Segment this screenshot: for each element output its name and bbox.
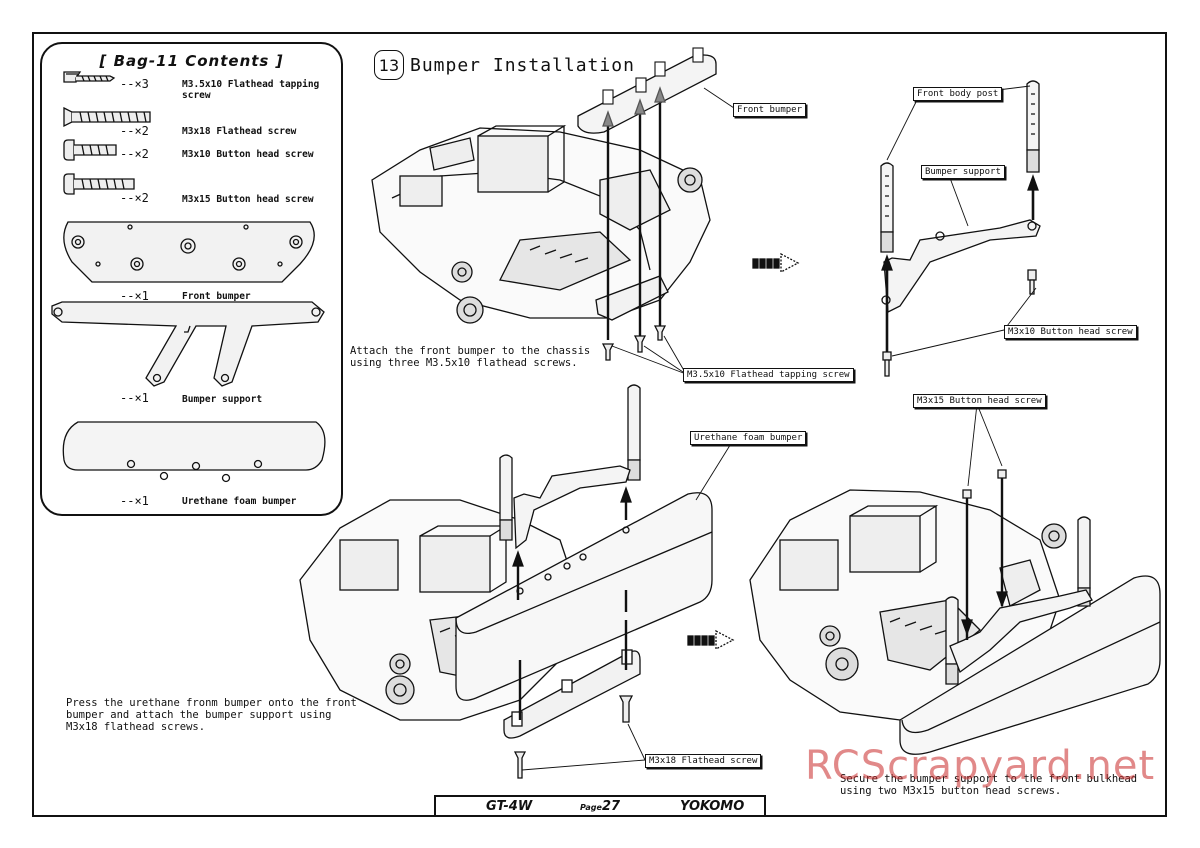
chassis-bumper-assembly-2 [299,384,713,779]
callout-m3x18-flat: M3x18 Flathead screw [645,754,762,768]
flathead-screw-icon [63,106,151,128]
qty-front-bumper: --×1 [120,289,149,303]
button-screw-15-icon [63,173,135,195]
callout-urethane-foam: Urethane foam bumper [690,431,807,445]
name-urethane-bumper: Urethane foam bumper [182,496,297,507]
page-frame [32,32,1167,817]
step-title: Bumper Installation [410,54,635,76]
arrow-right-icon-2 [687,629,735,651]
footer-page-number: 27 [602,799,621,814]
body-post-support-exploded [880,80,1041,377]
name-tapping-screw: M3.5x10 Flathead tapping screw [182,79,320,101]
qty-button-screw-10: --×2 [120,147,149,161]
name-front-bumper: Front bumper [182,291,251,302]
final-assembly [749,469,1161,755]
name-button-screw-10: M3x10 Button head screw [182,149,314,160]
qty-flathead-screw: --×2 [120,124,149,138]
footer-model: GT-4W [486,799,533,814]
step-number: 13 [374,50,404,80]
front-bumper-part-icon [63,221,315,283]
bag-title: [ Bag-11 Contents ] [99,52,284,70]
urethane-bumper-part-icon [62,421,326,483]
callout-m3x10-button: M3x10 Button head screw [1004,325,1137,339]
qty-bumper-support: --×1 [120,391,149,405]
bumper-support-part-icon [51,301,325,387]
footer-page-label: Page [580,803,602,812]
name-flathead-screw: M3x18 Flathead screw [182,126,297,137]
name-bumper-support: Bumper support [182,394,263,405]
instruction-secure-support: Secure the bumper support to the front b… [840,773,1138,797]
qty-tapping-screw: --×3 [120,77,149,91]
qty-urethane-bumper: --×1 [120,494,149,508]
name-button-screw-15: M3x15 Button head screw [182,194,314,205]
bag-contents-panel: [ Bag-11 Contents ] --×3 M3.5x10 Flathea… [40,42,343,516]
page-footer: GT-4W Page 27 YOKOMO [434,795,766,817]
watermark: RCScrapyard.net [805,743,1156,789]
instruction-press-urethane: Press the urethane fronm bumper onto the… [66,697,357,733]
step-header: 13 Bumper Installation [374,50,635,80]
footer-brand: YOKOMO [680,799,745,814]
callout-bumper-support: Bumper support [921,165,1005,179]
tapping-screw-icon [63,71,116,83]
arrow-right-icon [752,252,800,274]
chassis-bumper-assembly-1 [371,47,717,361]
callout-m35x10-tapping: M3.5x10 Flathead tapping screw [683,368,854,382]
leader-lines [521,85,1037,771]
callout-front-bumper: Front bumper [733,103,807,117]
instruction-attach-bumper: Attach the front bumper to the chassis u… [350,345,591,369]
button-screw-10-icon [63,139,117,161]
callout-front-body-post: Front body post [913,87,1003,101]
callout-m3x15-button: M3x15 Button head screw [913,394,1046,408]
qty-button-screw-15: --×2 [120,191,149,205]
